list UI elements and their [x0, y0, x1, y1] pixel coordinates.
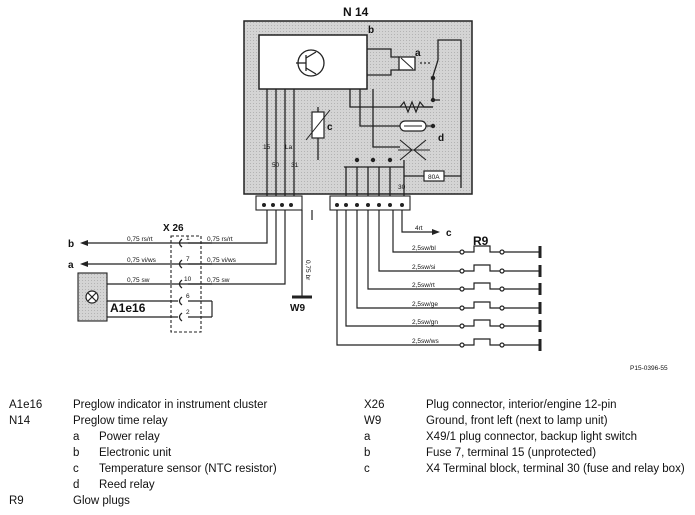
- left-label-a: a: [68, 260, 74, 271]
- x26-pin-10: 10: [184, 276, 192, 283]
- legend-key: R9: [9, 495, 24, 507]
- wire-right-1: 0,75 rs/rt: [207, 236, 233, 243]
- x26-pin-marks: [178, 238, 183, 322]
- a1e16-label: A1e16: [110, 301, 146, 315]
- pin-30: 30: [398, 184, 406, 191]
- legend-key: c: [364, 463, 370, 475]
- r9-label: R9: [473, 234, 489, 248]
- legend-key: W9: [364, 415, 382, 427]
- legend-value: Power relay: [99, 431, 160, 443]
- legend-row: a Power relay: [9, 429, 349, 445]
- pin-50: 50: [272, 162, 280, 169]
- glow-wire-6: 2,5sw/ws: [412, 338, 439, 345]
- fuse-label: 80A: [428, 174, 440, 181]
- legend-row: a X49/1 plug connector, backup light swit…: [364, 429, 689, 445]
- relay-switch-icon: [420, 59, 439, 81]
- legend-value: X49/1 plug connector, backup light switc…: [426, 431, 637, 443]
- glow-wire-2: 2,5sw/si: [412, 264, 435, 271]
- n14-label: N 14: [343, 5, 369, 19]
- legend-value: X4 Terminal block, terminal 30 (fuse and…: [426, 463, 685, 475]
- label-b: b: [368, 25, 374, 36]
- wire-right-3: 0,75 sw: [207, 277, 230, 284]
- legend-value: Preglow indicator in instrument cluster: [73, 399, 268, 411]
- legend-key: b: [73, 447, 80, 459]
- legend-value: Reed relay: [99, 479, 155, 491]
- legend-value: Plug connector, interior/engine 12-pin: [426, 399, 617, 411]
- wire-left-1: 0,75 rs/rt: [127, 236, 153, 243]
- pin-15: 15: [263, 144, 271, 151]
- wire-right-2: 0,75 vi/ws: [207, 257, 237, 264]
- glow-wire-3: 2,5sw/rt: [412, 282, 435, 289]
- arrow-a-icon: [80, 261, 88, 267]
- reference-code: P15-0396-55: [630, 365, 668, 372]
- legend-value: Temperature sensor (NTC resistor): [99, 463, 277, 475]
- wire-4rt: 4rt: [415, 225, 423, 232]
- label-c: c: [327, 122, 333, 133]
- glow-wire-4: 2,5sw/ge: [412, 301, 438, 308]
- x26-pin-2: 2: [186, 309, 190, 316]
- legend-key: c: [73, 463, 79, 475]
- legend-left: A1e16 Preglow indicator in instrument clu…: [9, 397, 349, 509]
- legend-value: Preglow time relay: [73, 415, 168, 427]
- x26-label: X 26: [163, 223, 184, 234]
- wire-br: 0,75 br: [304, 260, 311, 281]
- glow-plug-row: [459, 245, 540, 348]
- fuse-80a-icon: [423, 170, 445, 182]
- diode-bridge-icon: [398, 139, 430, 161]
- legend-value: Electronic unit: [99, 447, 172, 459]
- legend-key: N14: [9, 415, 31, 427]
- legend-right: X26 Plug connector, interior/engine 12-pi…: [364, 397, 689, 493]
- pin-la: La: [285, 144, 293, 151]
- wiring-diagram: N 14 b a d c: [68, 5, 668, 372]
- legend-row: c Temperature sensor (NTC resistor): [9, 461, 349, 477]
- transistor-icon: [296, 49, 325, 77]
- legend-row: R9 Glow plugs: [9, 493, 349, 509]
- legend-key: A1e16: [9, 399, 43, 411]
- connector-right: [329, 195, 411, 211]
- legend-row: N14 Preglow time relay: [9, 413, 349, 429]
- legend-row: b Electronic unit: [9, 445, 349, 461]
- legend-key: d: [73, 479, 80, 491]
- legend-row: A1e16 Preglow indicator in instrument clu…: [9, 397, 349, 413]
- legend-row: b Fuse 7, terminal 15 (unprotected): [364, 445, 689, 461]
- legend-row: d Reed relay: [9, 477, 349, 493]
- x26-pin-7: 7: [186, 256, 190, 263]
- legend-key: b: [364, 447, 371, 459]
- wire-left-2: 0,75 vi/ws: [127, 257, 157, 264]
- legend-key: a: [73, 431, 80, 443]
- pin-31: 31: [291, 162, 299, 169]
- wire-left-3: 0,75 sw: [127, 277, 150, 284]
- connector-left: [255, 195, 303, 211]
- legend-value: Fuse 7, terminal 15 (unprotected): [426, 447, 597, 459]
- legend-value: Ground, front left (next to lamp unit): [426, 415, 608, 427]
- electronic-unit-b: [258, 34, 368, 90]
- label-a: a: [415, 48, 421, 59]
- legend-row: c X4 Terminal block, terminal 30 (fuse an…: [364, 461, 689, 493]
- resistor-icon: [399, 100, 433, 114]
- indicator-lamp-icon: [85, 290, 99, 304]
- legend-key: X26: [364, 399, 385, 411]
- c-arrow-label: c: [446, 228, 452, 239]
- glow-wire-1: 2,5sw/bl: [412, 245, 436, 252]
- arrow-c-icon: [432, 229, 440, 235]
- legend-value: Glow plugs: [73, 495, 130, 507]
- arrow-b-icon: [80, 240, 88, 246]
- legend-row: X26 Plug connector, interior/engine 12-pi…: [364, 397, 689, 413]
- label-d: d: [438, 133, 444, 144]
- glow-wire-5: 2,5sw/gn: [412, 319, 438, 326]
- legend-row: W9 Ground, front left (next to lamp unit): [364, 413, 689, 429]
- left-label-b: b: [68, 239, 74, 250]
- legend-key: a: [364, 431, 371, 443]
- x26-pin-6: 6: [186, 293, 190, 300]
- w9-label: W9: [290, 303, 305, 314]
- x26-pin-1: 1: [186, 235, 190, 242]
